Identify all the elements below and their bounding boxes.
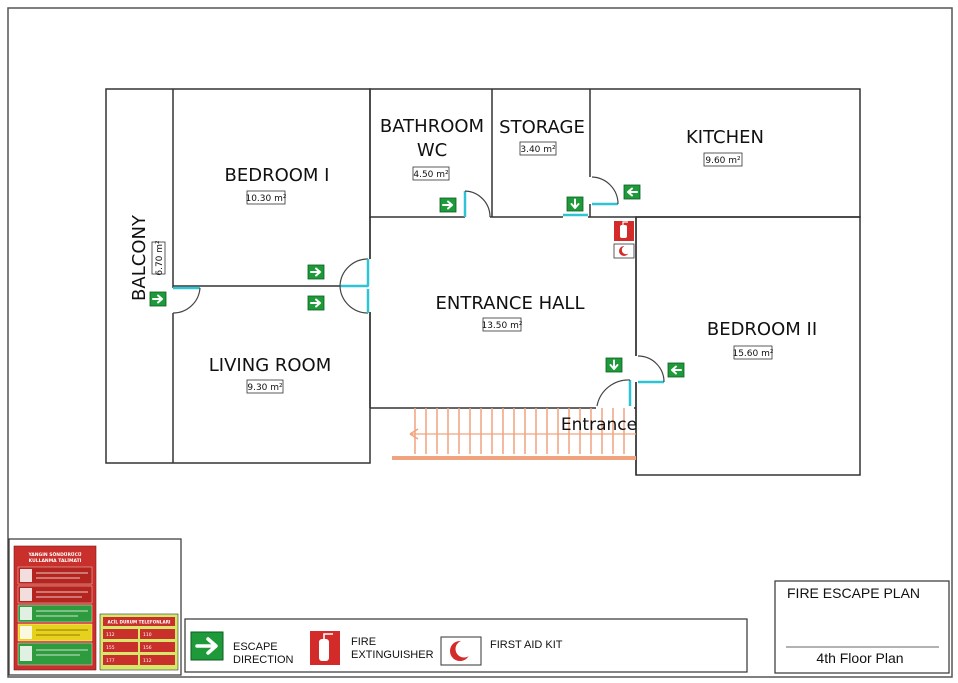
bedroom2-outline	[635, 216, 861, 476]
bedroom2-name: BEDROOM II	[707, 319, 817, 340]
phone-number: 155	[106, 645, 115, 651]
arrow-down-icon	[605, 357, 623, 373]
room-labels: BALCONY 6.70 m² BEDROOM I 10.30 m² BATHR…	[129, 116, 817, 435]
plan-subtitle: 4th Floor Plan	[816, 650, 903, 666]
arrow-right-icon	[149, 291, 167, 307]
staircase	[392, 408, 636, 460]
arrow-right-icon	[190, 631, 224, 661]
balcony-area: 6.70 m²	[155, 240, 165, 276]
bathroom-name-line2: WC	[417, 140, 447, 161]
fire-extinguisher-icon	[310, 631, 340, 665]
title-block: FIRE ESCAPE PLAN 4th Floor Plan	[774, 580, 950, 674]
entrance-hall-name: ENTRANCE HALL	[436, 293, 585, 314]
bathroom-area: 4.50 m²	[413, 170, 449, 180]
phone-number: 112	[143, 658, 152, 664]
entrance-label: Entrance	[561, 415, 637, 435]
emergency-phone-list: 112 110 155 156 177 112	[103, 629, 175, 665]
bedroom1-area: 10.30 m²	[245, 194, 286, 204]
legend-fire-line1: FIRE	[351, 636, 376, 648]
legend: ESCAPE DIRECTION FIRE EXTINGUISHER FIRST…	[184, 618, 748, 673]
arrow-right-icon	[439, 197, 457, 213]
bedroom2-area: 15.60 m²	[732, 349, 773, 359]
phone-number: 110	[143, 632, 152, 638]
bathroom-name-line1: BATHROOM	[380, 116, 484, 137]
arrow-left-icon	[623, 184, 641, 200]
extinguisher-instructions-panel: YANGIN SÖNDÜRÜCÜ KULLANMA TALİMATI ACİL …	[8, 538, 182, 676]
living-room-name: LIVING ROOM	[209, 355, 331, 376]
phone-number: 156	[143, 645, 152, 651]
storage-name: STORAGE	[499, 117, 585, 138]
north-wing-outline	[369, 88, 861, 218]
phone-number: 112	[106, 632, 115, 638]
kitchen-area: 9.60 m²	[705, 156, 741, 166]
legend-first-aid: FIRST AID KIT	[490, 639, 563, 651]
emergency-phones-title: ACİL DURUM TELEFONLARI	[108, 620, 171, 625]
living-room-area: 9.30 m²	[247, 383, 283, 393]
arrow-down-icon	[566, 196, 584, 212]
crescent-icon	[440, 636, 482, 666]
fire-extinguisher-icon	[614, 221, 634, 241]
storage-area: 3.40 m²	[520, 145, 556, 155]
arrow-left-icon	[667, 362, 685, 378]
instruction-title-line1: YANGIN SÖNDÜRÜCÜ	[27, 551, 81, 558]
bedroom1-name: BEDROOM I	[225, 165, 330, 186]
doors	[172, 176, 665, 407]
arrow-right-icon	[307, 264, 325, 280]
plan-title: FIRE ESCAPE PLAN	[787, 585, 920, 601]
balcony-name: BALCONY	[129, 214, 150, 301]
entrance-hall-area: 13.50 m²	[481, 321, 522, 331]
plan-safety-equipment	[613, 221, 635, 259]
arrow-right-icon	[307, 295, 325, 311]
crescent-icon	[613, 243, 635, 259]
legend-escape-line2: DIRECTION	[233, 654, 294, 666]
legend-escape-line1: ESCAPE	[233, 641, 278, 653]
instruction-title-line2: KULLANMA TALİMATI	[29, 557, 82, 564]
kitchen-name: KITCHEN	[686, 127, 764, 148]
phone-number: 177	[106, 658, 115, 664]
legend-fire-line2: EXTINGUISHER	[351, 649, 434, 661]
